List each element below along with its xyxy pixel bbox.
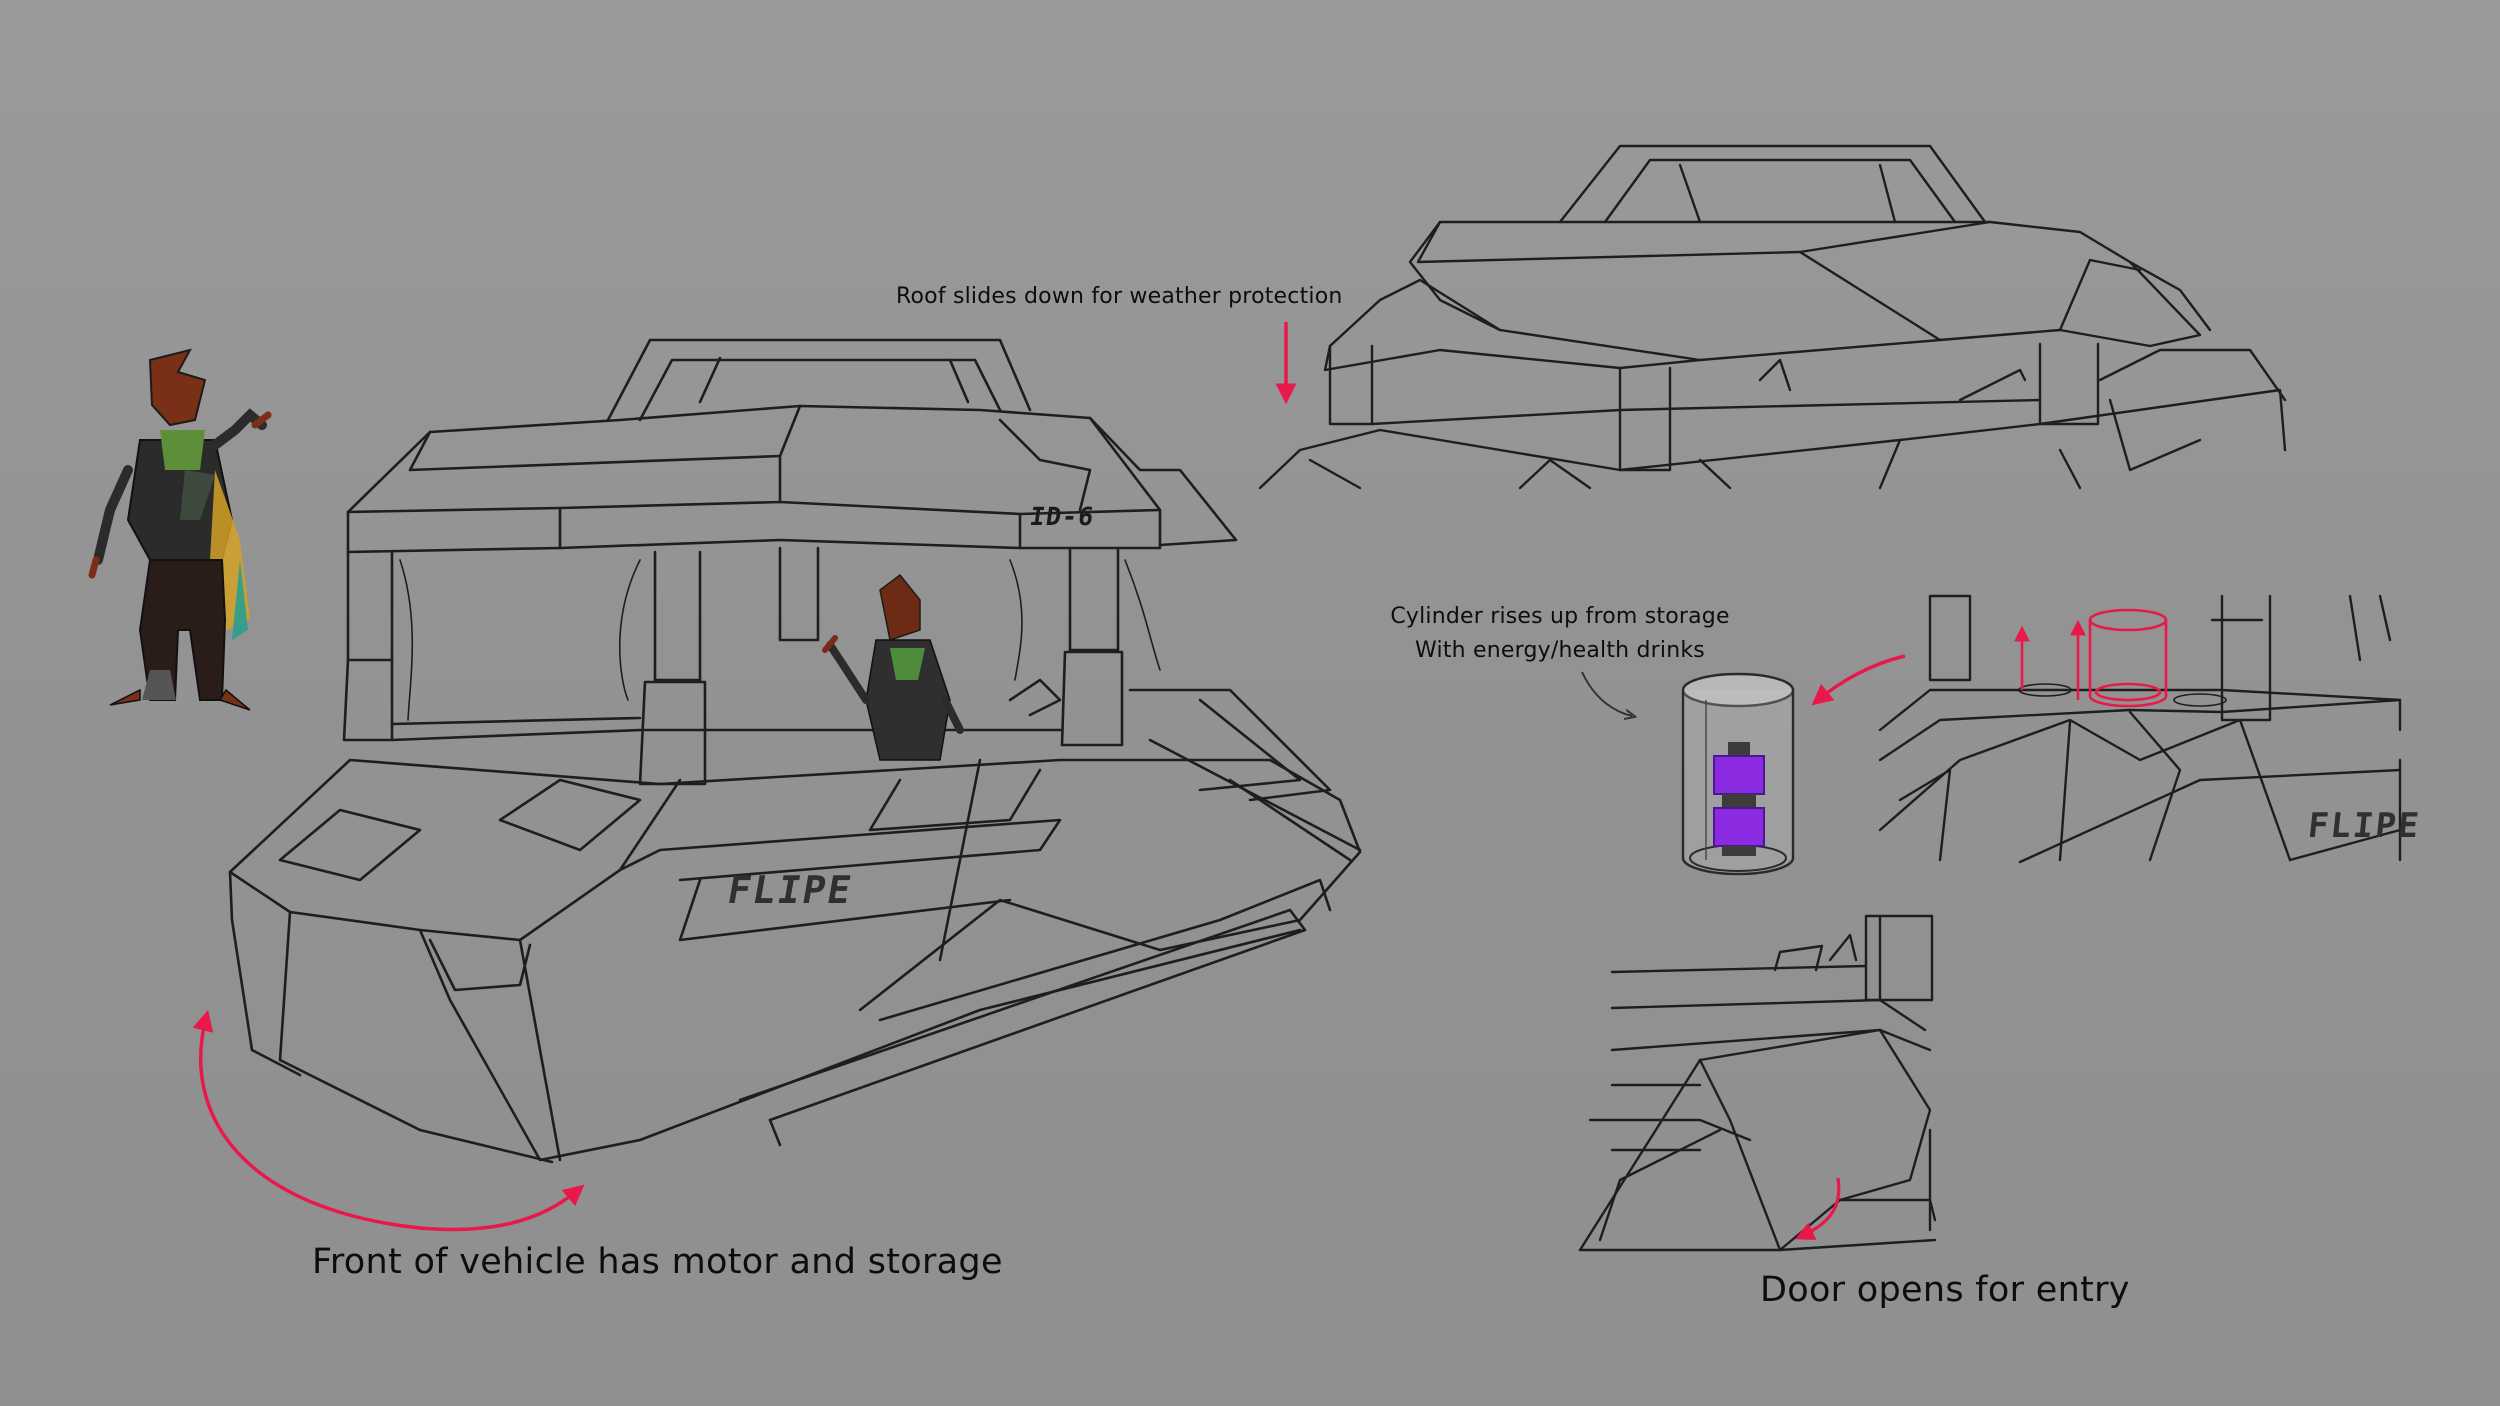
vehicle-logo-main: FLIPE (724, 868, 857, 912)
front-curved-arrow (192, 1009, 585, 1232)
cylinder-pointer-arrow (1581, 671, 1632, 716)
main-vehicle-sketch (228, 338, 1362, 1164)
roof-lowered-sketch (1258, 144, 2287, 490)
cylinder-red-arrow (1811, 654, 1906, 706)
vehicle-logo-closeup: FLIPE (2305, 806, 2423, 846)
cylinder-annotation: Cylinder rises up from storage With ener… (1370, 600, 1750, 668)
cylinder-deck-closeup (1878, 594, 2402, 864)
drink-cylinder (1681, 672, 1795, 876)
roof-annotation: Roof slides down for weather protection (896, 284, 1343, 309)
cylinder-annotation-line2: With energy/health drinks (1415, 638, 1705, 663)
door-swing-arrow (1795, 1177, 1841, 1240)
door-annotation: Door opens for entry (1760, 1270, 2130, 1310)
character-on-deck (822, 573, 964, 761)
cylinder-annotation-line1: Cylinder rises up from storage (1390, 604, 1730, 629)
cylinder-rising-indicator (2014, 608, 2168, 708)
door-closeup-sketch (1578, 914, 1937, 1252)
vehicle-id-plate: ID-6 (1027, 502, 1097, 531)
character-figure (88, 348, 272, 711)
front-annotation: Front of vehicle has motor and storage (312, 1242, 1003, 1282)
